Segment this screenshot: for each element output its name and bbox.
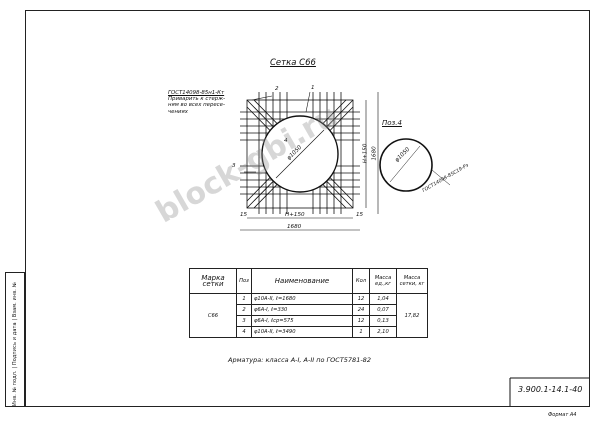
format-label: Формат А4 <box>548 412 577 418</box>
cell-qty: 1 <box>352 326 370 338</box>
drawing-title: Сетка С66 <box>270 58 316 68</box>
cell-mass: 0,07 <box>369 304 397 316</box>
cell-pos: 3 <box>236 315 252 327</box>
pos4-leader <box>431 169 451 186</box>
cell-mass-total: 17,82 <box>396 293 428 338</box>
armature-note: Арматура: класса А-I, А-II по ГОСТ5781-8… <box>228 356 371 364</box>
cell-pos: 1 <box>236 293 252 305</box>
callout-4: 4 <box>284 138 288 144</box>
header-mark: Марка сетки <box>189 268 237 294</box>
note-line-4: чениях <box>168 108 188 115</box>
leader-1 <box>251 95 273 101</box>
header-pos: Поз <box>236 268 252 294</box>
cell-mass: 2,10 <box>369 326 397 338</box>
dim-left-offset: 15 <box>240 212 248 218</box>
cell-name: φ6А-I, ℓ=330 <box>251 304 353 316</box>
document-code: 3.900.1-14.1-40 <box>518 385 583 394</box>
pos4-label: Поз.4 <box>382 119 402 127</box>
pos4-diameter-line <box>389 145 421 183</box>
header-qty: Кол <box>352 268 370 294</box>
leader-pos1 <box>305 91 311 113</box>
cell-mass: 1,04 <box>369 293 397 305</box>
callout-3: 3 <box>232 163 236 169</box>
table-row: 2 φ6А-I, ℓ=330 24 0,07 <box>190 304 428 316</box>
dim-horizontal-outer: 1680 <box>287 224 302 230</box>
table-row: С66 1 φ10А-II, ℓ=1680 12 1,04 17,82 <box>189 293 428 338</box>
cell-pos: 4 <box>236 326 252 338</box>
dim-horizontal-inner: H+150 <box>285 212 305 218</box>
note-line-3: ням во всех пересе- <box>168 102 225 109</box>
cell-name: φ10А-II, ℓ=1680 <box>251 293 353 305</box>
cell-pos: 2 <box>236 304 252 316</box>
welding-note: ГОСТ14098-85н1-Кт Приварить к стерж- ням… <box>168 90 225 115</box>
callout-2: 2 <box>275 86 279 92</box>
cell-qty: 12 <box>352 315 370 327</box>
dim-right-offset: 15 <box>356 212 364 218</box>
callout-1: 1 <box>311 85 315 91</box>
sheet-frame <box>25 10 590 407</box>
cell-mass: 0,13 <box>369 315 397 327</box>
cell-name: φ6А-I, ℓср=575 <box>251 315 353 327</box>
header-mass-mesh: Масса сетки, кг <box>396 268 428 294</box>
table-header-row: Марка сетки Поз Наименование Кол Масса е… <box>189 268 428 294</box>
header-mass-item: Масса ед.,кг <box>369 268 397 294</box>
dim-vertical-inner: H+150 <box>362 143 369 164</box>
diameter-line <box>275 129 325 179</box>
specification-table: Марка сетки Поз Наименование Кол Масса е… <box>189 268 428 338</box>
cell-qty: 24 <box>352 304 370 316</box>
dim-vertical-outer: 1680 <box>371 146 378 161</box>
cell-qty: 12 <box>352 293 370 305</box>
pos4-ring <box>379 138 433 192</box>
cell-mark: С66 <box>189 293 237 338</box>
table-row: 4 φ10А-II, ℓ=3490 1 2,10 <box>190 326 428 338</box>
mesh-outline <box>246 99 354 209</box>
side-stamp: Инв. № подл. | Подпись и дата | Взам. ин… <box>5 272 25 407</box>
header-name: Наименование <box>251 268 353 294</box>
note-gost: ГОСТ14098-85н1-Кт <box>168 90 225 96</box>
cell-name: φ10А-II, ℓ=3490 <box>251 326 353 338</box>
note-line-2: Приварить к стерж- <box>168 96 226 103</box>
